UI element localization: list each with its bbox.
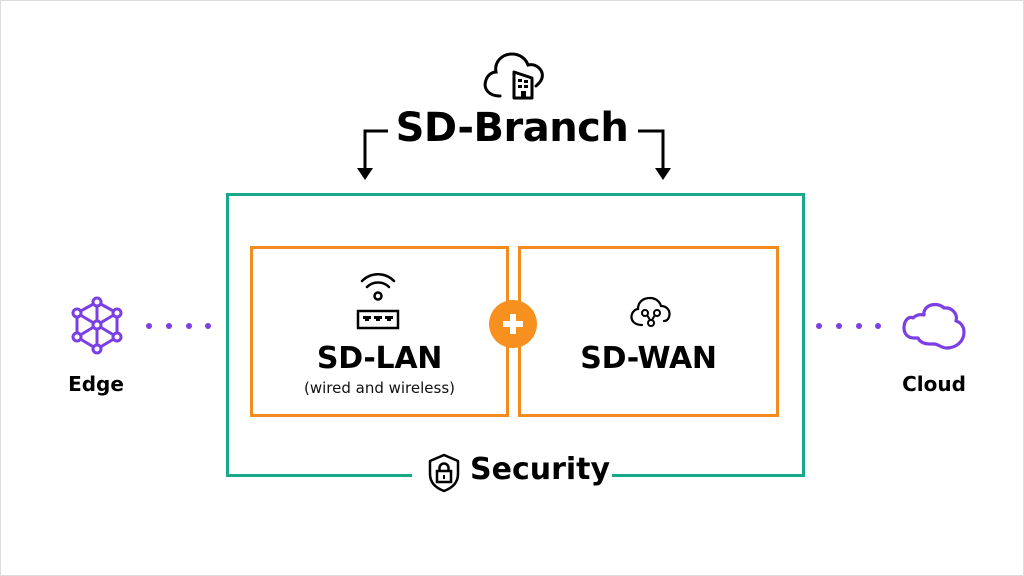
- edge-label: Edge: [68, 372, 124, 396]
- edge-connector-dot: [166, 323, 172, 329]
- plus-icon: [489, 300, 537, 348]
- right-arrow: [638, 129, 671, 180]
- cloud-network-icon: [630, 296, 671, 327]
- edge-connector-dot: [186, 323, 192, 329]
- edge-connector-dot: [146, 323, 152, 329]
- cloud-building-icon: [483, 52, 544, 100]
- sd-wan-box: SD-WAN: [518, 246, 779, 417]
- cloud-connector-dot: [816, 323, 822, 329]
- diagram-title: SD-Branch: [395, 105, 629, 151]
- wifi-switch-icon: [356, 273, 400, 330]
- cloud-connector-dot: [875, 323, 881, 329]
- security-label: Security: [470, 452, 611, 487]
- cloud-connector-dot: [836, 323, 842, 329]
- sd-lan-label: SD-LAN: [316, 341, 443, 376]
- mesh-network-icon: [71, 296, 123, 355]
- cloud-icon: [902, 302, 966, 350]
- sd-lan-sublabel: (wired and wireless): [303, 379, 455, 397]
- sd-wan-label: SD-WAN: [580, 341, 717, 376]
- sd-lan-box: SD-LAN (wired and wireless): [250, 246, 509, 417]
- left-arrow: [357, 129, 388, 180]
- cloud-connector-dot: [856, 323, 862, 329]
- shield-lock-icon: [428, 453, 460, 493]
- edge-connector-dot: [205, 323, 211, 329]
- cloud-label: Cloud: [902, 372, 966, 396]
